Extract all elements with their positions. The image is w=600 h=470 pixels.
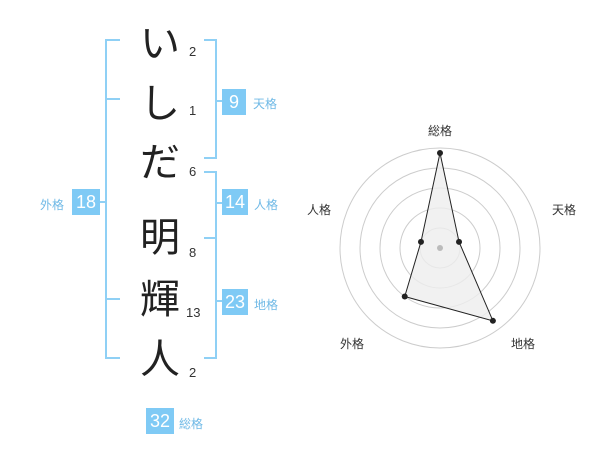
- radar-point-4: [401, 293, 408, 300]
- radar-axis-label-jinkaku: 人格: [306, 203, 332, 217]
- radar-axis-label-tenkaku: 天格: [551, 203, 577, 217]
- radar-point-3: [489, 317, 496, 324]
- jinkaku-badge: 14: [222, 189, 248, 215]
- gaikaku-label: 外格: [40, 198, 65, 212]
- stroke-count-5: 13: [186, 305, 201, 320]
- chikaku-badge: 23: [222, 289, 248, 315]
- name-char-3: だ: [140, 140, 180, 186]
- radar-point-5: [417, 238, 424, 245]
- soukaku-label: 総格: [179, 417, 204, 431]
- radar-axis-label-gaikaku: 外格: [339, 337, 365, 351]
- name-char-6: 人: [140, 337, 180, 383]
- radar-point-2: [456, 238, 463, 245]
- stroke-count-1: 2: [189, 44, 197, 59]
- tenkaku-badge: 9: [222, 89, 246, 115]
- tenkaku-label: 天格: [253, 97, 278, 111]
- radar-axis-label-chikaku: 地格: [510, 337, 536, 351]
- soukaku-badge: 32: [146, 408, 174, 434]
- stroke-count-2: 1: [189, 103, 197, 118]
- radar-center-dot: [437, 245, 443, 251]
- jinkaku-label: 人格: [254, 198, 279, 212]
- stroke-count-6: 2: [189, 365, 197, 380]
- chikaku-bracket: [204, 237, 217, 359]
- gaikaku-badge: 18: [72, 189, 100, 215]
- radar-grid-ring: [339, 147, 541, 349]
- radar-axis-label-soukaku: 総格: [427, 124, 453, 138]
- chikaku-label: 地格: [254, 298, 279, 312]
- gaikaku-bracket: [105, 39, 120, 359]
- name-char-2: し: [140, 81, 180, 127]
- radar-series-polygon: [404, 152, 494, 322]
- stroke-count-3: 6: [189, 164, 197, 179]
- tenkaku-bracket: [204, 39, 217, 159]
- stroke-count-4: 8: [189, 245, 197, 260]
- radar-point-1: [437, 150, 443, 156]
- name-char-1: い: [140, 21, 180, 67]
- name-char-4: 明: [140, 215, 180, 261]
- name-char-5: 輝: [140, 277, 180, 323]
